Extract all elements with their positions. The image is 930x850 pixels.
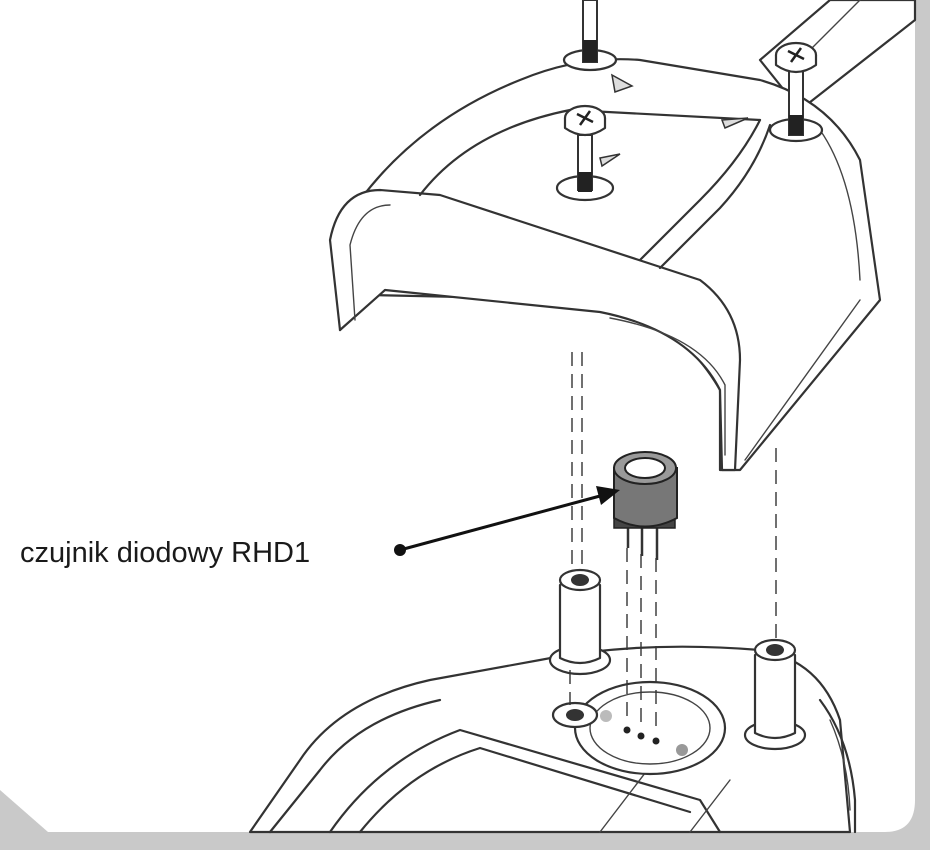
seat-dot [676,744,688,756]
diode-sensor [613,451,678,560]
right-post [743,638,807,751]
screw [774,41,818,136]
callout-arrow [394,486,620,556]
sensor-callout-label: czujnik diodowy RHD1 [20,537,310,569]
screw [582,0,598,63]
front-post [551,701,599,729]
seat-dot [600,710,612,722]
screw [563,104,607,192]
alignment-lines [569,352,777,733]
left-post [548,568,612,676]
base-housing [248,645,857,834]
